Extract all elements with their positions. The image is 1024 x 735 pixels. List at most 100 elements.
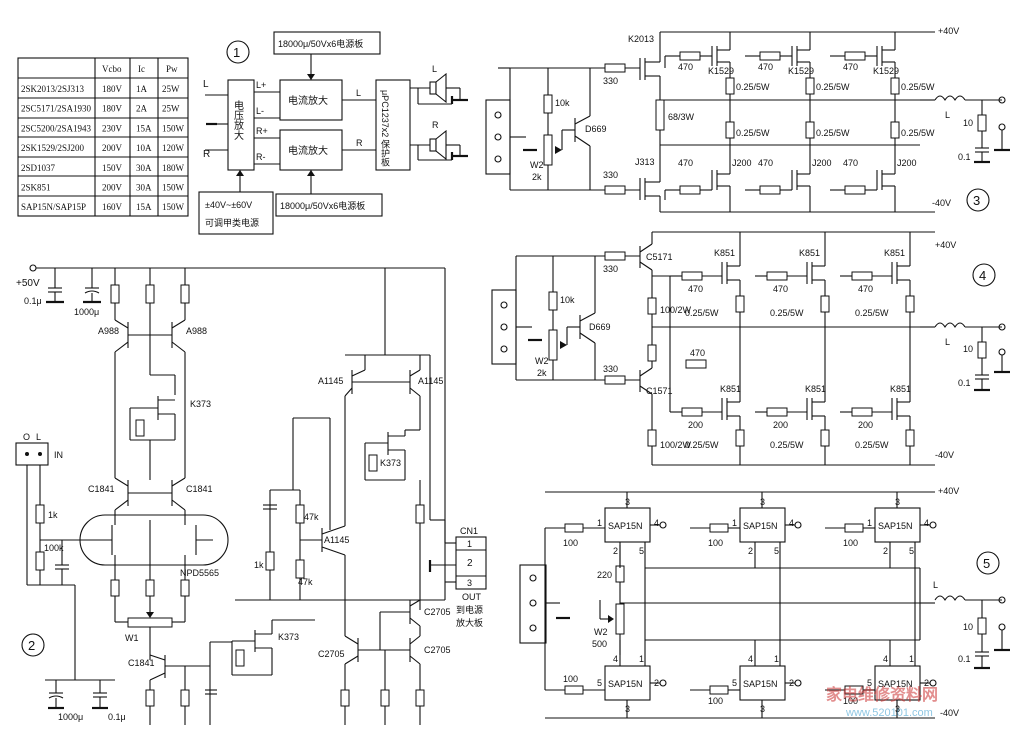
section-number-1: 1 <box>233 45 240 60</box>
b4-resistor-470 <box>766 271 788 281</box>
b5-sap-bot-pin4: 4 <box>883 654 888 664</box>
cap-bottom-01u: 0.1μ <box>108 712 126 722</box>
b5-sap-bot-pin1: 1 <box>639 654 644 664</box>
block-2-diagram: 2 +50V 0.1μ 1000μ A9 <box>15 264 487 725</box>
rail-l-minus: L- <box>256 106 264 116</box>
table-cell: 180W <box>162 163 185 173</box>
b5-sap15n-top <box>874 507 921 543</box>
out-l-label: L <box>356 88 361 98</box>
b4-r200-label: 200 <box>773 420 788 430</box>
table-cell: 2SK1529/2SJ200 <box>21 143 85 153</box>
b5-sap-bot-pin4: 4 <box>613 654 618 664</box>
b5-sap-top-pin5: 5 <box>909 546 914 556</box>
transistor-c1841-right <box>171 477 186 511</box>
supply-50v-label: +50V <box>16 278 40 289</box>
b3-r025-bottom-label: 0.25/5W <box>816 128 850 138</box>
b4-resistor-470 <box>681 271 703 281</box>
jfet-k373-top <box>130 396 175 420</box>
b4-resistor-025-bottom <box>905 429 915 447</box>
cn1-pin-2: 2 <box>467 558 473 569</box>
table-cell: 150W <box>162 202 185 212</box>
b3-resistor-470-top <box>759 51 781 61</box>
k373-mid-label: K373 <box>380 458 401 468</box>
r-47k-a-label: 47k <box>304 512 319 522</box>
table-cell: 2SC5200/2SA1943 <box>21 123 92 133</box>
table-cell: 180V <box>102 84 123 94</box>
speaker-r-icon <box>429 129 447 161</box>
transistor-a1145-middle <box>321 525 346 556</box>
b3-resistor-470-bottom <box>679 185 701 195</box>
b4-resistor-025-bottom <box>820 429 830 447</box>
b4-r025-top-label: 0.25/5W <box>770 308 804 318</box>
b3-k2013-label: K2013 <box>628 34 654 44</box>
psu-bottom-label: 18000μ/50Vx6电源板 <box>280 200 365 211</box>
b4-k851-top-label: K851 <box>714 248 735 258</box>
b3-r10k-label: 10k <box>555 98 570 108</box>
c2705-left-label: C2705 <box>318 649 345 659</box>
b4-w2-label: W2 <box>535 356 549 366</box>
b4-rail-minus: -40V <box>935 450 954 460</box>
b5-sap-bot-pin5: 5 <box>597 678 602 688</box>
b5-sap-top-pin5: 5 <box>639 546 644 556</box>
b4-transistor-c1571 <box>639 367 653 395</box>
table-cell: 160V <box>102 202 123 212</box>
cn1-label: CN1 <box>460 526 478 536</box>
b5-r100-bot-label: 100 <box>708 696 723 706</box>
transistor-a1145-left <box>344 369 366 397</box>
watermark-logo: 家电维修资料网 www.520101.com <box>826 685 938 719</box>
input-l-label: L <box>203 79 209 90</box>
table-header-pw: Pw <box>166 64 178 74</box>
table-cell: 15A <box>136 202 152 212</box>
b4-r10-label: 10 <box>963 344 973 354</box>
section-number-5: 5 <box>983 556 990 571</box>
table-cell: 150V <box>102 163 123 173</box>
b4-r330b-label: 330 <box>603 364 618 374</box>
npd5565-label: NPD5565 <box>180 568 219 578</box>
b3-r025-bottom-label: 0.25/5W <box>736 128 770 138</box>
b3-mosfet-j200 <box>876 170 895 190</box>
b5-sap15n-bottom <box>604 665 651 701</box>
b3-j313-label: J313 <box>635 157 655 167</box>
rail-r-plus: R+ <box>256 126 268 136</box>
b4-mosfet-k851-top <box>891 262 910 284</box>
table-cell: 1A <box>136 84 148 94</box>
b3-resistor-470-bottom <box>759 185 781 195</box>
a1145-middle-label: A1145 <box>324 535 349 545</box>
table-header-ic: Ic <box>138 64 145 74</box>
b4-mosfet-k851-top <box>806 262 825 284</box>
b5-sap-bot-label: SAP15N <box>608 679 643 689</box>
section-number-3: 3 <box>973 193 980 208</box>
b4-r200-label: 200 <box>688 420 703 430</box>
b5-sap15n-top <box>739 507 786 543</box>
b3-r470-bottom-label: 470 <box>843 158 858 168</box>
b5-c01-label: 0.1 <box>958 654 971 664</box>
b5-rail-minus: -40V <box>940 708 959 718</box>
preamp-label: 电压放大 <box>232 99 244 141</box>
speaker-l-label: L <box>432 64 437 74</box>
b5-r100-top-label: 100 <box>708 538 723 548</box>
b5-r220: 220 <box>597 570 612 580</box>
b5-sap-bot-pin1: 1 <box>909 654 914 664</box>
b4-k851-bottom-label: K851 <box>890 384 911 394</box>
b5-r100-4: 100 <box>563 674 578 684</box>
b4-r100b-label: 100/2W <box>660 440 692 450</box>
table-cell: 30A <box>136 183 152 193</box>
out-line-3: 放大板 <box>456 617 483 628</box>
b3-r470-top-label: 470 <box>843 62 858 72</box>
b4-inductor-icon <box>934 322 966 329</box>
b5-r100-top-label: 100 <box>843 538 858 548</box>
b4-c1571-label: C1571 <box>646 386 673 396</box>
b3-r025-top-label: 0.25/5W <box>901 82 935 92</box>
cn1-pin-1: 1 <box>467 539 472 549</box>
b3-resistor-025-bottom <box>805 121 815 139</box>
b5-w2-label: W2 <box>594 627 608 637</box>
b4-r470-label: 470 <box>773 284 788 294</box>
table-cell: 200V <box>102 143 123 153</box>
out-r-label: R <box>356 138 363 148</box>
table-cell: 10A <box>136 143 152 153</box>
a1145-left-label: A1145 <box>318 376 343 386</box>
b3-k1529-label: K1529 <box>708 66 734 76</box>
r-1k-label: 1k <box>48 510 58 520</box>
b3-r470-top-label: 470 <box>678 62 693 72</box>
speaker-r-label: R <box>432 120 439 130</box>
